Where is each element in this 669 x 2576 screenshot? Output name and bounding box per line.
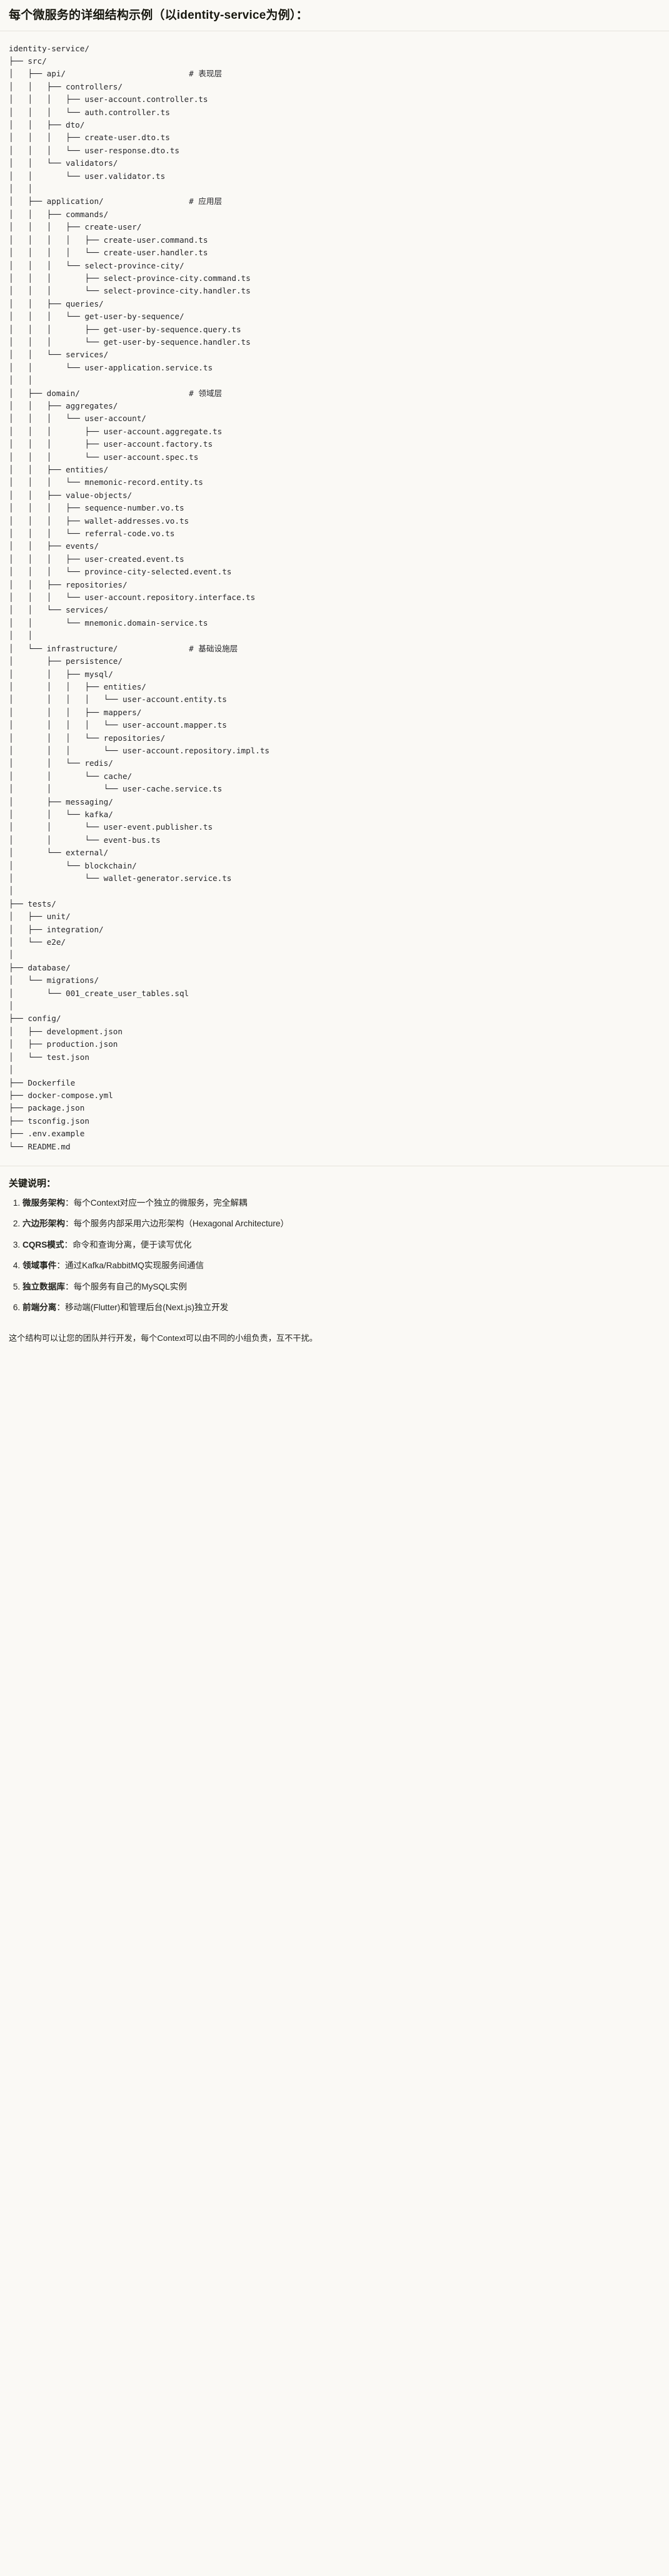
note-description: 命令和查询分离，便于读写优化	[73, 1240, 192, 1250]
key-notes-section: 关键说明： 微服务架构：每个Context对应一个独立的微服务，完全解耦 六边形…	[0, 1166, 669, 1328]
note-term: 独立数据库	[23, 1281, 65, 1291]
note-separator: ：	[56, 1302, 65, 1312]
note-item: 独立数据库：每个服务有自己的MySQL实例	[23, 1281, 660, 1293]
note-description: 移动端(Flutter)和管理后台(Next.js)独立开发	[64, 1302, 229, 1312]
note-description: 通过Kafka/RabbitMQ实现服务间通信	[64, 1261, 204, 1271]
document-page: 每个微服务的详细结构示例（以identity-service为例）： ident…	[0, 0, 669, 1355]
note-term: 领域事件	[23, 1261, 57, 1271]
note-term: CQRS模式	[23, 1240, 64, 1250]
key-notes-list: 微服务架构：每个Context对应一个独立的微服务，完全解耦 六边形架构：每个服…	[9, 1197, 660, 1314]
key-notes-heading: 关键说明：	[9, 1178, 56, 1189]
note-description: 每个Context对应一个独立的微服务，完全解耦	[73, 1198, 248, 1208]
note-item: 微服务架构：每个Context对应一个独立的微服务，完全解耦	[23, 1197, 660, 1209]
directory-tree-block: identity-service/ ├── src/ │ ├── api/ # …	[0, 31, 669, 1162]
note-description: 每个服务有自己的MySQL实例	[73, 1281, 187, 1291]
note-separator: ：	[64, 1198, 74, 1208]
note-separator: ：	[64, 1219, 74, 1229]
page-title: 每个微服务的详细结构示例（以identity-service为例）：	[9, 9, 308, 22]
note-item: CQRS模式：命令和查询分离，便于读写优化	[23, 1239, 660, 1251]
note-separator: ：	[64, 1281, 74, 1291]
note-item: 六边形架构：每个服务内部采用六边形架构（Hexagonal Architectu…	[23, 1218, 660, 1230]
note-description: 每个服务内部采用六边形架构（Hexagonal Architecture）	[73, 1219, 289, 1229]
directory-tree: identity-service/ ├── src/ │ ├── api/ # …	[9, 43, 270, 1151]
note-term: 微服务架构	[23, 1198, 65, 1208]
note-separator: ：	[56, 1261, 65, 1271]
note-term: 六边形架构	[23, 1219, 65, 1229]
note-item: 前端分离：移动端(Flutter)和管理后台(Next.js)独立开发	[23, 1301, 660, 1314]
note-separator: ：	[64, 1240, 73, 1250]
note-term: 前端分离	[23, 1302, 57, 1312]
closing-paragraph: 这个结构可以让您的团队并行开发，每个Context可以由不同的小组负责，互不干扰…	[9, 1333, 318, 1343]
note-item: 领域事件：通过Kafka/RabbitMQ实现服务间通信	[23, 1260, 660, 1272]
